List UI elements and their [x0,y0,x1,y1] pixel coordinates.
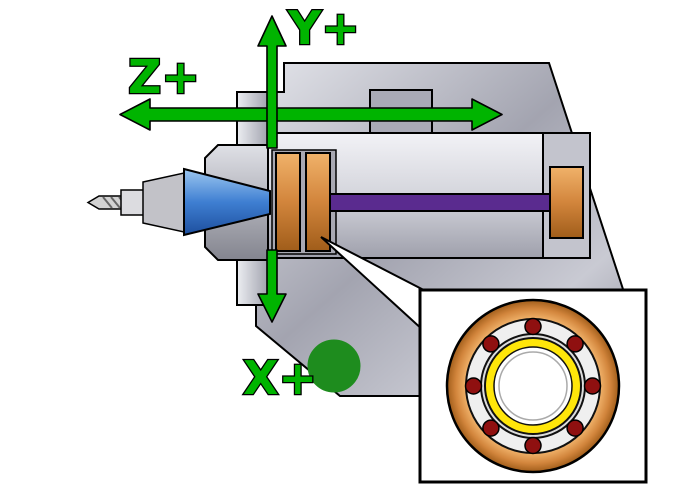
y-axis-label: Y+ [287,1,360,55]
bearing-ball [583,377,602,395]
bearing-ball [482,419,500,437]
bearing-ball [482,335,500,353]
bearing-bore [493,346,573,426]
z-axis-arrow [119,98,503,131]
x-axis-label: X+ [243,351,317,405]
front-bearing-1 [275,152,301,252]
bearing-ball [524,317,542,336]
tool-assembly [86,167,271,237]
tool-taper [183,167,271,237]
bearing-ball [566,335,584,353]
spindle-shaft [329,193,553,212]
bearing-cross-section [445,298,621,474]
spindle-internals [271,149,584,255]
collet [142,172,185,233]
front-bearing-2 [305,152,331,252]
bearing-callout [320,236,648,484]
y-axis-arrow-up [257,15,287,149]
bearing-bore-detail [498,351,568,421]
bearing-balls [464,317,602,455]
collet-nut [120,189,145,216]
rear-bearing [549,166,584,239]
x-axis-dot [307,339,361,393]
bearing-ball [464,377,483,395]
z-axis-label: Z+ [128,50,200,104]
axis-arrows: Y+ Z+ X+ [119,0,503,406]
y-axis-arrow-down [257,249,287,323]
bearing-ball [524,436,542,455]
bearing-ball [566,419,584,437]
